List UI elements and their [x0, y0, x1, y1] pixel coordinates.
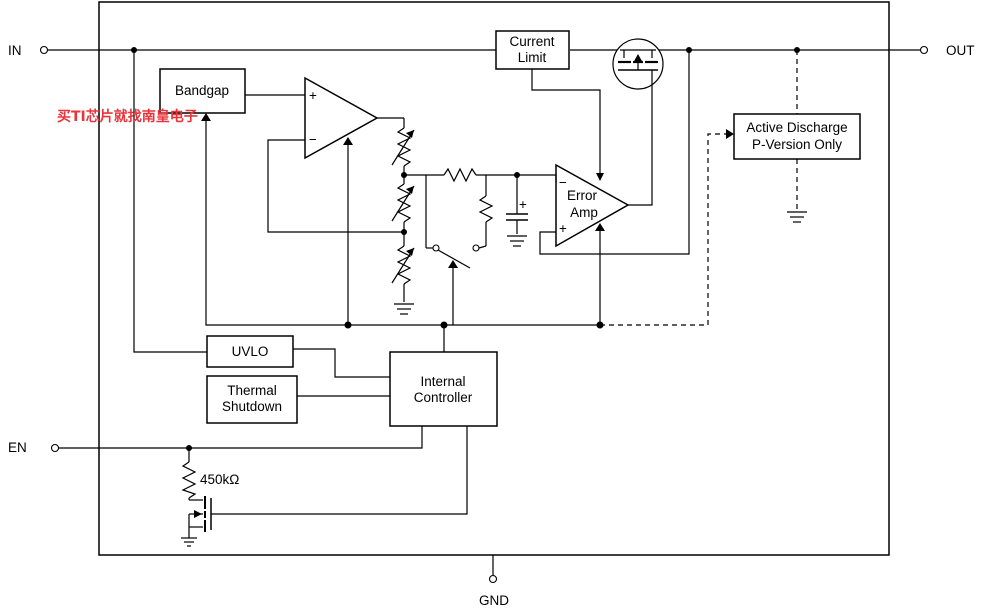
- control-bus-wire: [205, 121, 600, 326]
- svg-text:Active Discharge: Active Discharge: [746, 120, 847, 135]
- svg-text:Thermal: Thermal: [227, 383, 277, 398]
- svg-text:OUT: OUT: [946, 43, 975, 58]
- out-feedback-wire: [539, 50, 690, 255]
- series-resistor: [443, 167, 477, 183]
- pin-gnd: GND: [479, 555, 509, 608]
- svg-text:Current: Current: [509, 34, 554, 49]
- reference-opamp: + −: [304, 76, 379, 160]
- current-limit-block: Current Limit: [495, 30, 570, 70]
- svg-text:Internal: Internal: [420, 374, 465, 389]
- svg-text:+: +: [309, 88, 317, 103]
- capacitor-icon: +: [506, 175, 528, 247]
- opamp-feedback-wire: [267, 139, 404, 233]
- internal-controller-block: Internal Controller: [389, 351, 498, 427]
- svg-text:−: −: [559, 175, 567, 190]
- watermark-text: 买TI芯片就找南皇电子: [57, 108, 198, 125]
- controller-to-discharge-dashed: [600, 133, 726, 326]
- svg-text:Shutdown: Shutdown: [222, 399, 282, 414]
- in-to-uvlo-wire: [133, 50, 207, 353]
- svg-text:Amp: Amp: [570, 205, 598, 220]
- pin-in: IN: [8, 43, 496, 58]
- rc-to-erramp-wire: [476, 174, 557, 182]
- chip-outline: [98, 1, 890, 556]
- svg-text:+: +: [519, 197, 527, 212]
- discharge-ground-icon: [787, 211, 807, 223]
- pin-en: EN: [8, 440, 60, 455]
- erramp-to-gate-wire: [628, 70, 653, 206]
- pass-transistor-icon: [612, 38, 664, 90]
- bandgap-block: Bandgap: [159, 68, 246, 114]
- controller-to-pulldown-wire: [211, 426, 468, 515]
- pulldown-transistor-icon: [181, 496, 212, 547]
- ladder-ground-icon: [394, 303, 414, 315]
- svg-text:Controller: Controller: [414, 390, 473, 405]
- svg-text:IN: IN: [8, 43, 22, 58]
- thermal-shutdown-block: Thermal Shutdown: [206, 375, 298, 424]
- svg-text:Error: Error: [567, 188, 598, 203]
- uvlo-block: UVLO: [206, 335, 294, 368]
- svg-text:−: −: [309, 132, 317, 147]
- error-amp: Error Amp − +: [555, 163, 630, 248]
- svg-text:UVLO: UVLO: [232, 344, 269, 359]
- current-limit-to-erramp-wire: [531, 69, 604, 181]
- svg-text:450kΩ: 450kΩ: [200, 472, 239, 487]
- svg-text:Limit: Limit: [518, 50, 547, 65]
- svg-text:GND: GND: [479, 593, 509, 608]
- svg-text:Bandgap: Bandgap: [175, 83, 229, 98]
- svg-text:EN: EN: [8, 440, 27, 455]
- pulldown-resistor: 450kΩ: [181, 461, 239, 499]
- active-discharge-block: Active Discharge P-Version Only: [733, 113, 861, 160]
- svg-text:P-Version Only: P-Version Only: [752, 137, 842, 152]
- feedback-ladder: [377, 117, 415, 302]
- svg-text:+: +: [559, 221, 567, 236]
- soft-start-switch: [437, 249, 471, 269]
- uvlo-to-controller-wire: [293, 348, 390, 378]
- shunt-resistor: [478, 195, 494, 223]
- en-to-controller-wire: [59, 426, 423, 449]
